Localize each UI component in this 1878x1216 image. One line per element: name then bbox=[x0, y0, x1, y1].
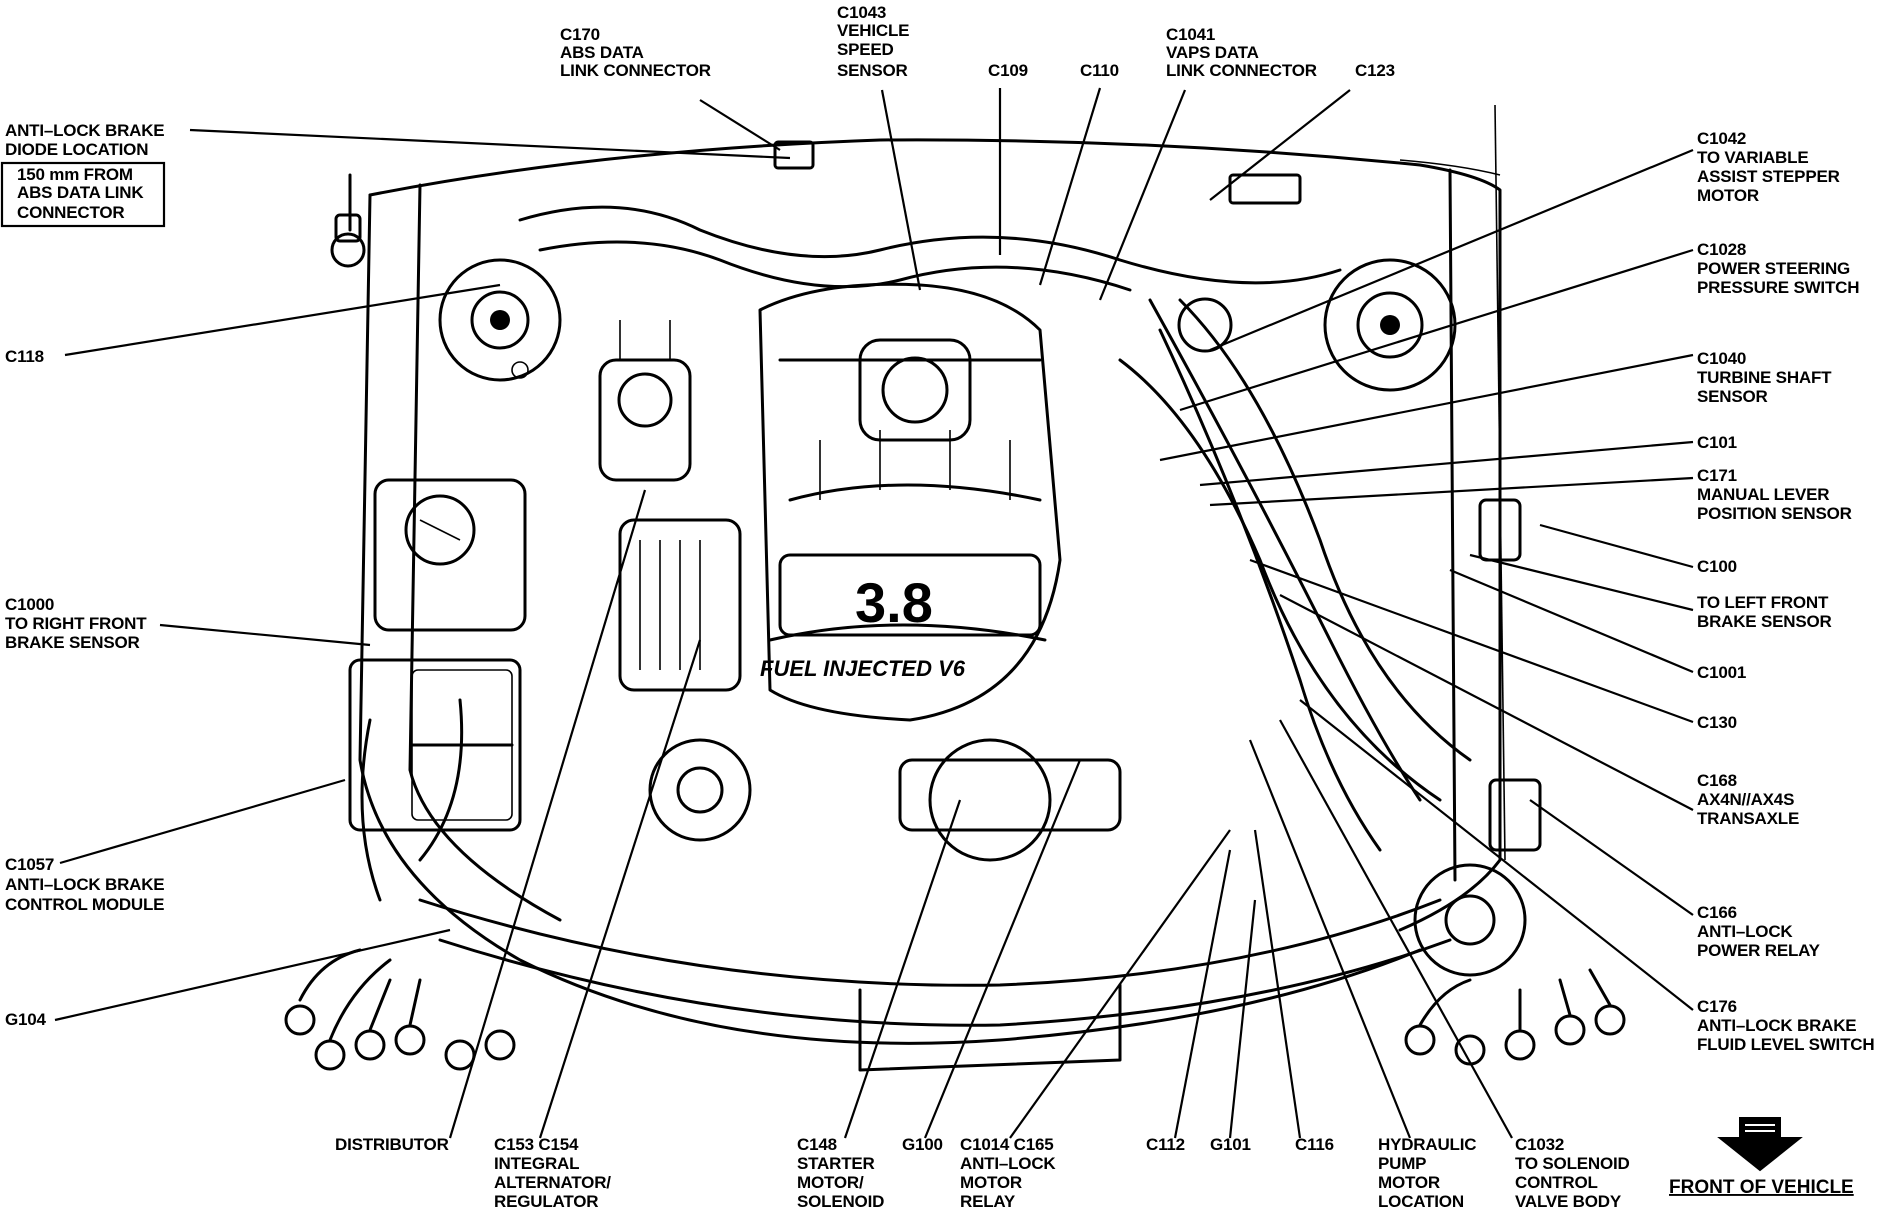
callout-abs-diode-note: 150 mm FROM ABS DATA LINK CONNECTOR bbox=[17, 165, 148, 222]
abs-diode-note-box bbox=[0, 161, 166, 228]
callout-abs-diode: ANTI–LOCK BRAKE DIODE LOCATION bbox=[5, 121, 169, 159]
callout-c1040: C1040 TURBINE SHAFT SENSOR bbox=[1697, 349, 1836, 406]
callout-c110: C110 bbox=[1080, 61, 1119, 80]
callout-c116: C116 bbox=[1295, 1135, 1334, 1154]
callout-c100: C100 bbox=[1697, 557, 1737, 576]
callout-g100: G100 bbox=[902, 1135, 943, 1154]
engine-line-art: 3.8 FUEL INJECTED V6 bbox=[284, 104, 1626, 1072]
callout-g101: G101 bbox=[1210, 1135, 1251, 1154]
callout-c1041: C1041 VAPS DATA LINK CONNECTOR bbox=[1166, 25, 1317, 80]
callout-c1043: C1043 VEHICLE SPEED SENSOR bbox=[837, 3, 914, 80]
callout-c148: C148 STARTER MOTOR/ SOLENOID bbox=[797, 1135, 884, 1211]
callout-c153: C153 C154 INTEGRAL ALTERNATOR/ REGULATOR bbox=[494, 1135, 615, 1211]
callout-c1042: C1042 TO VARIABLE ASSIST STEPPER MOTOR bbox=[1697, 129, 1844, 205]
callout-left-brake: TO LEFT FRONT BRAKE SENSOR bbox=[1697, 593, 1833, 631]
callout-c109: C109 bbox=[988, 61, 1028, 80]
callout-c1014: C1014 C165 ANTI–LOCK MOTOR RELAY bbox=[960, 1135, 1060, 1211]
front-of-vehicle-label: FRONT OF VEHICLE bbox=[1669, 1177, 1854, 1198]
callout-c101: C101 bbox=[1697, 433, 1737, 452]
callout-c130: C130 bbox=[1697, 713, 1737, 732]
callout-c171: C171 MANUAL LEVER POSITION SENSOR bbox=[1697, 466, 1852, 523]
callout-c1057: C1057 ANTI–LOCK BRAKE CONTROL MODULE bbox=[5, 855, 169, 914]
callout-c1000: C1000 TO RIGHT FRONT BRAKE SENSOR bbox=[5, 595, 151, 652]
abs-data-link-connector bbox=[773, 140, 815, 170]
callout-c170: C170 ABS DATA LINK CONNECTOR bbox=[560, 25, 711, 80]
callout-c123: C123 bbox=[1355, 61, 1395, 80]
abs-diode bbox=[330, 173, 366, 268]
left-lamp-connectors bbox=[284, 948, 516, 1071]
callout-c1001: C1001 bbox=[1697, 663, 1746, 682]
engine-badge-displacement: 3.8 bbox=[855, 571, 933, 634]
callout-labels: C170 ABS DATA LINK CONNECTOR C1043 VEHIC… bbox=[0, 3, 1875, 1211]
callout-c1028: C1028 POWER STEERING PRESSURE SWITCH bbox=[1697, 240, 1859, 297]
engine-badge-caption: FUEL INJECTED V6 bbox=[760, 656, 966, 681]
leader-lines bbox=[54, 87, 1694, 1139]
vaps-data-link-connector bbox=[1228, 173, 1302, 205]
callout-c1032: C1032 TO SOLENOID CONTROL VALVE BODY bbox=[1515, 1135, 1634, 1211]
callout-c118: C118 bbox=[5, 347, 44, 366]
callout-c168: C168 AX4N//AX4S TRANSAXLE bbox=[1697, 771, 1799, 828]
front-of-vehicle-marker: FRONT OF VEHICLE bbox=[1669, 1117, 1854, 1198]
callout-c112: C112 bbox=[1146, 1135, 1185, 1154]
callout-c166: C166 ANTI–LOCK POWER RELAY bbox=[1697, 903, 1821, 960]
right-lamp-connectors bbox=[1404, 968, 1626, 1066]
callout-hydraulic: HYDRAULIC PUMP MOTOR LOCATION bbox=[1378, 1135, 1481, 1211]
front-arrow-icon bbox=[1717, 1117, 1803, 1172]
callout-c176: C176 ANTI–LOCK BRAKE FLUID LEVEL SWITCH bbox=[1697, 997, 1874, 1054]
callout-g104: G104 bbox=[5, 1010, 47, 1029]
callout-distributor: DISTRIBUTOR bbox=[335, 1135, 449, 1154]
engine-badge: 3.8 FUEL INJECTED V6 bbox=[760, 553, 1042, 681]
